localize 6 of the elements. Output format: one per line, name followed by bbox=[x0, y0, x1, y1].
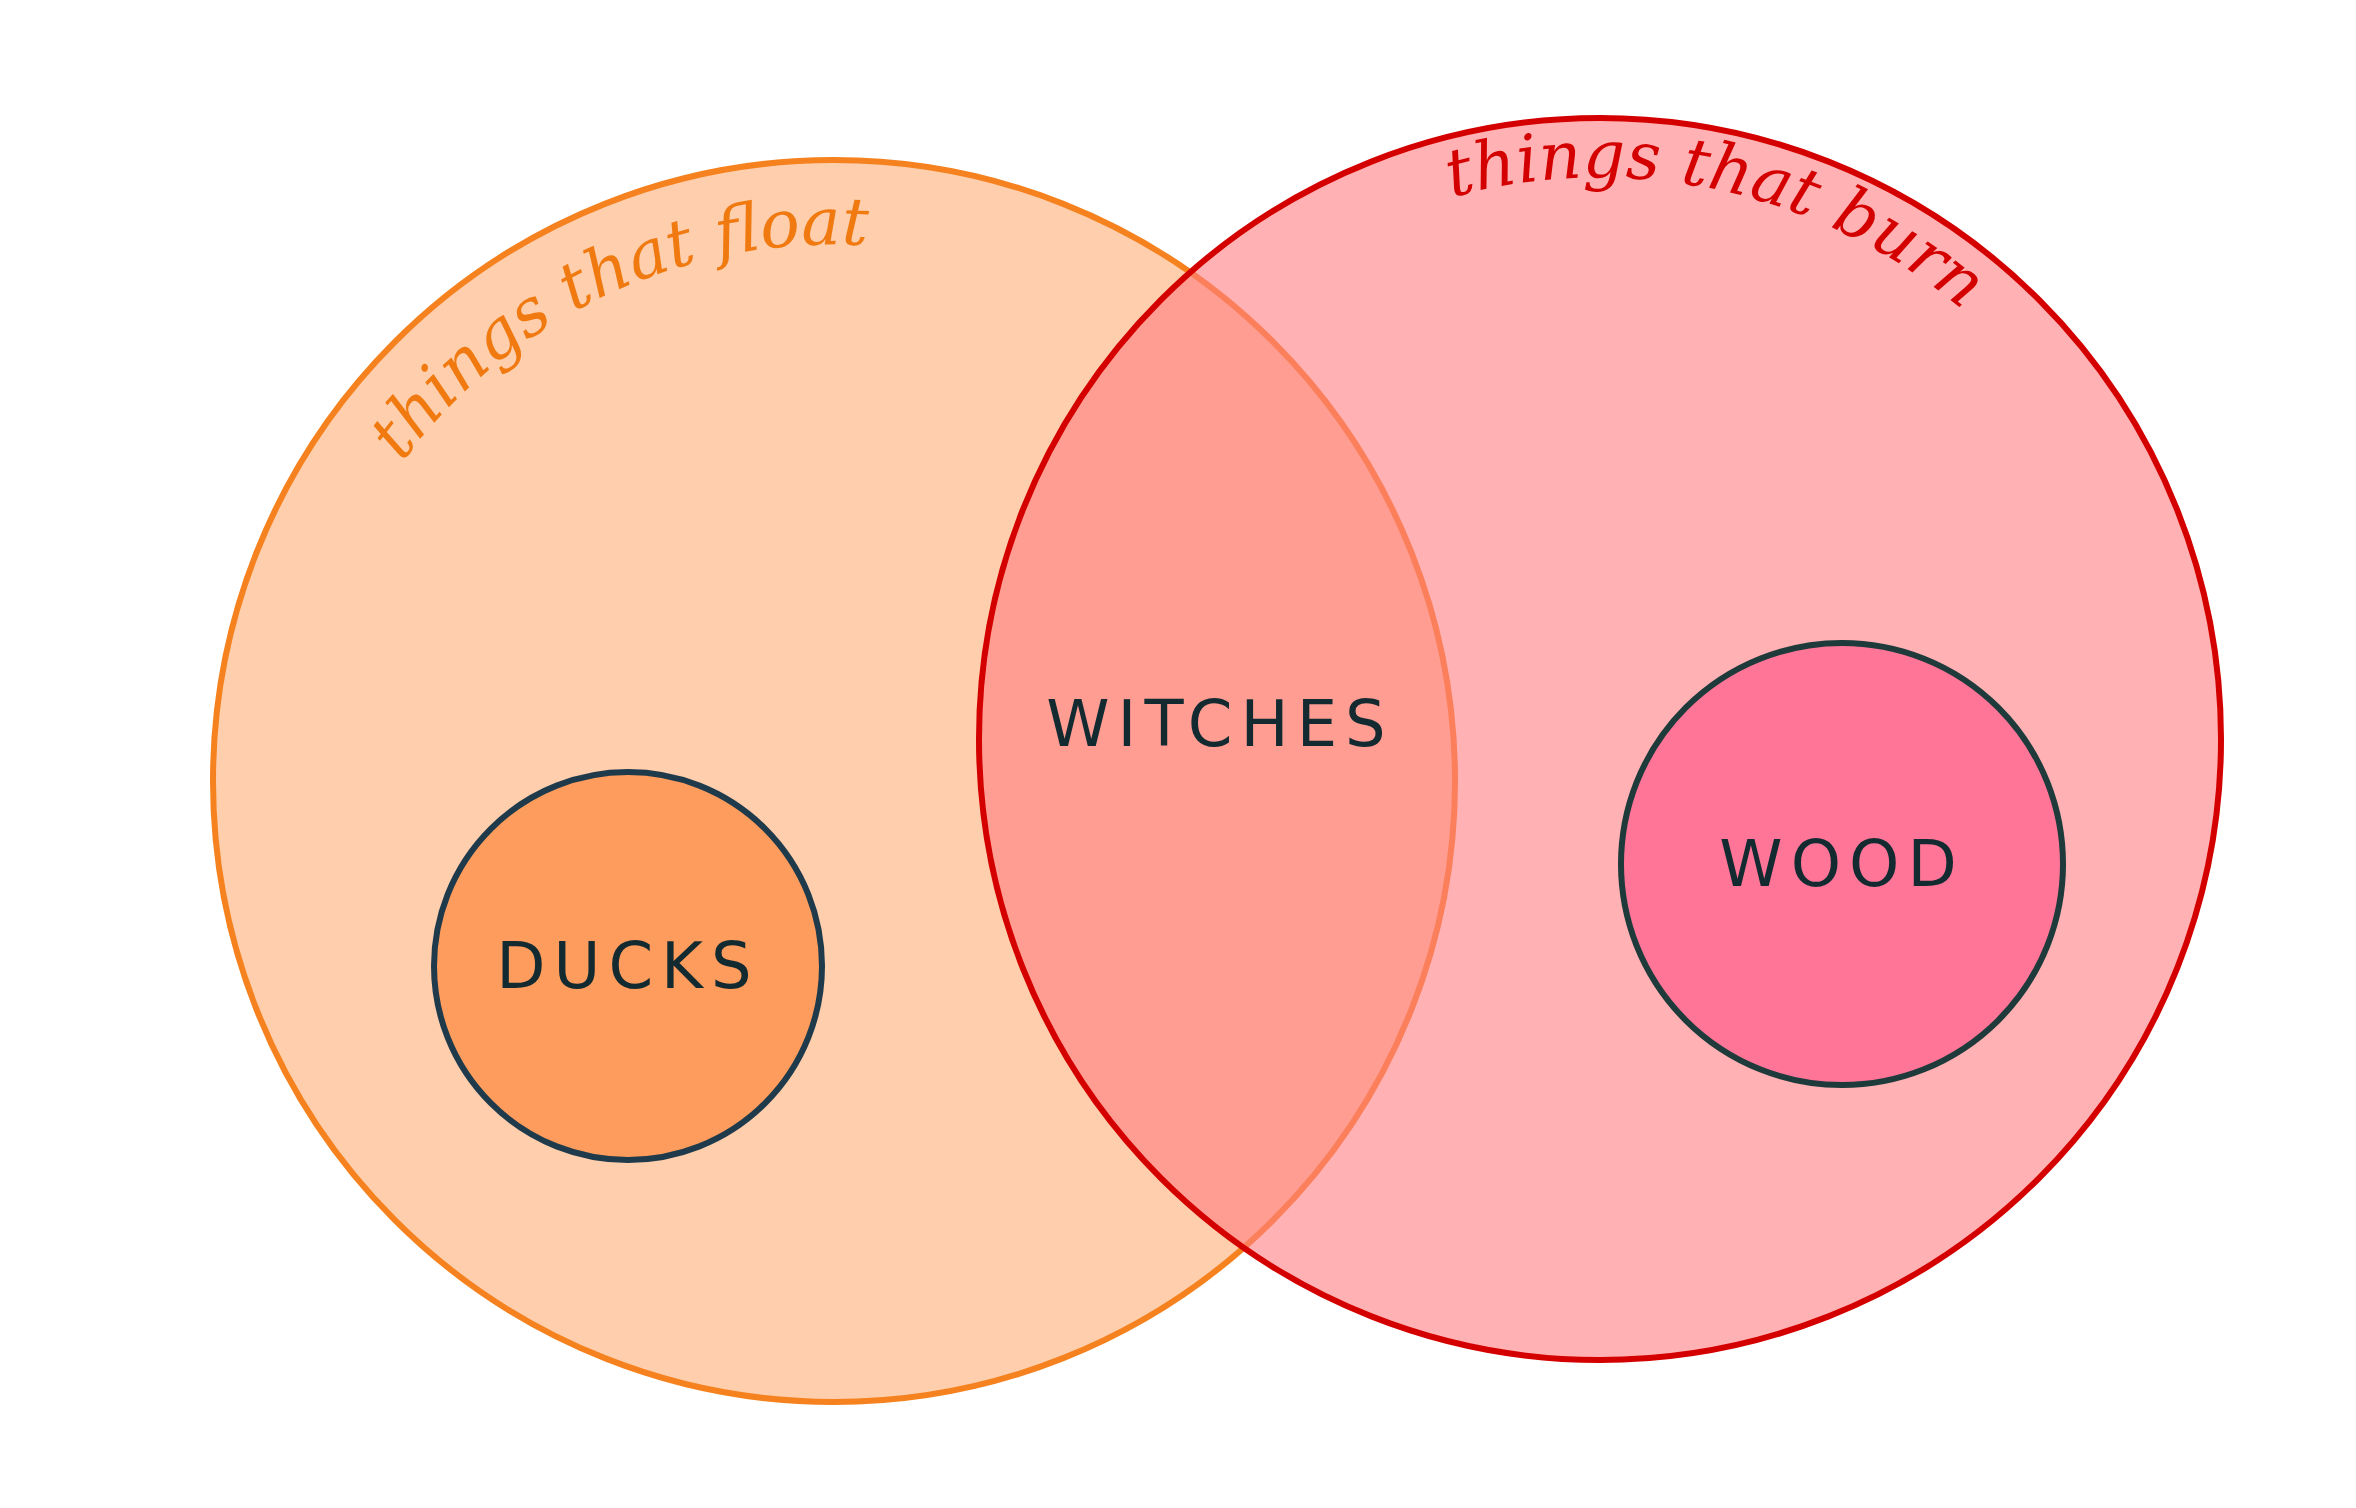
region-label: WITCHES bbox=[1046, 687, 1394, 761]
set-circle bbox=[976, 115, 2224, 1363]
subset-circle bbox=[1618, 640, 2066, 1088]
set-label: DUCKS bbox=[496, 929, 760, 1003]
set-label: WOOD bbox=[1719, 827, 1965, 901]
subset-circle bbox=[431, 769, 825, 1163]
